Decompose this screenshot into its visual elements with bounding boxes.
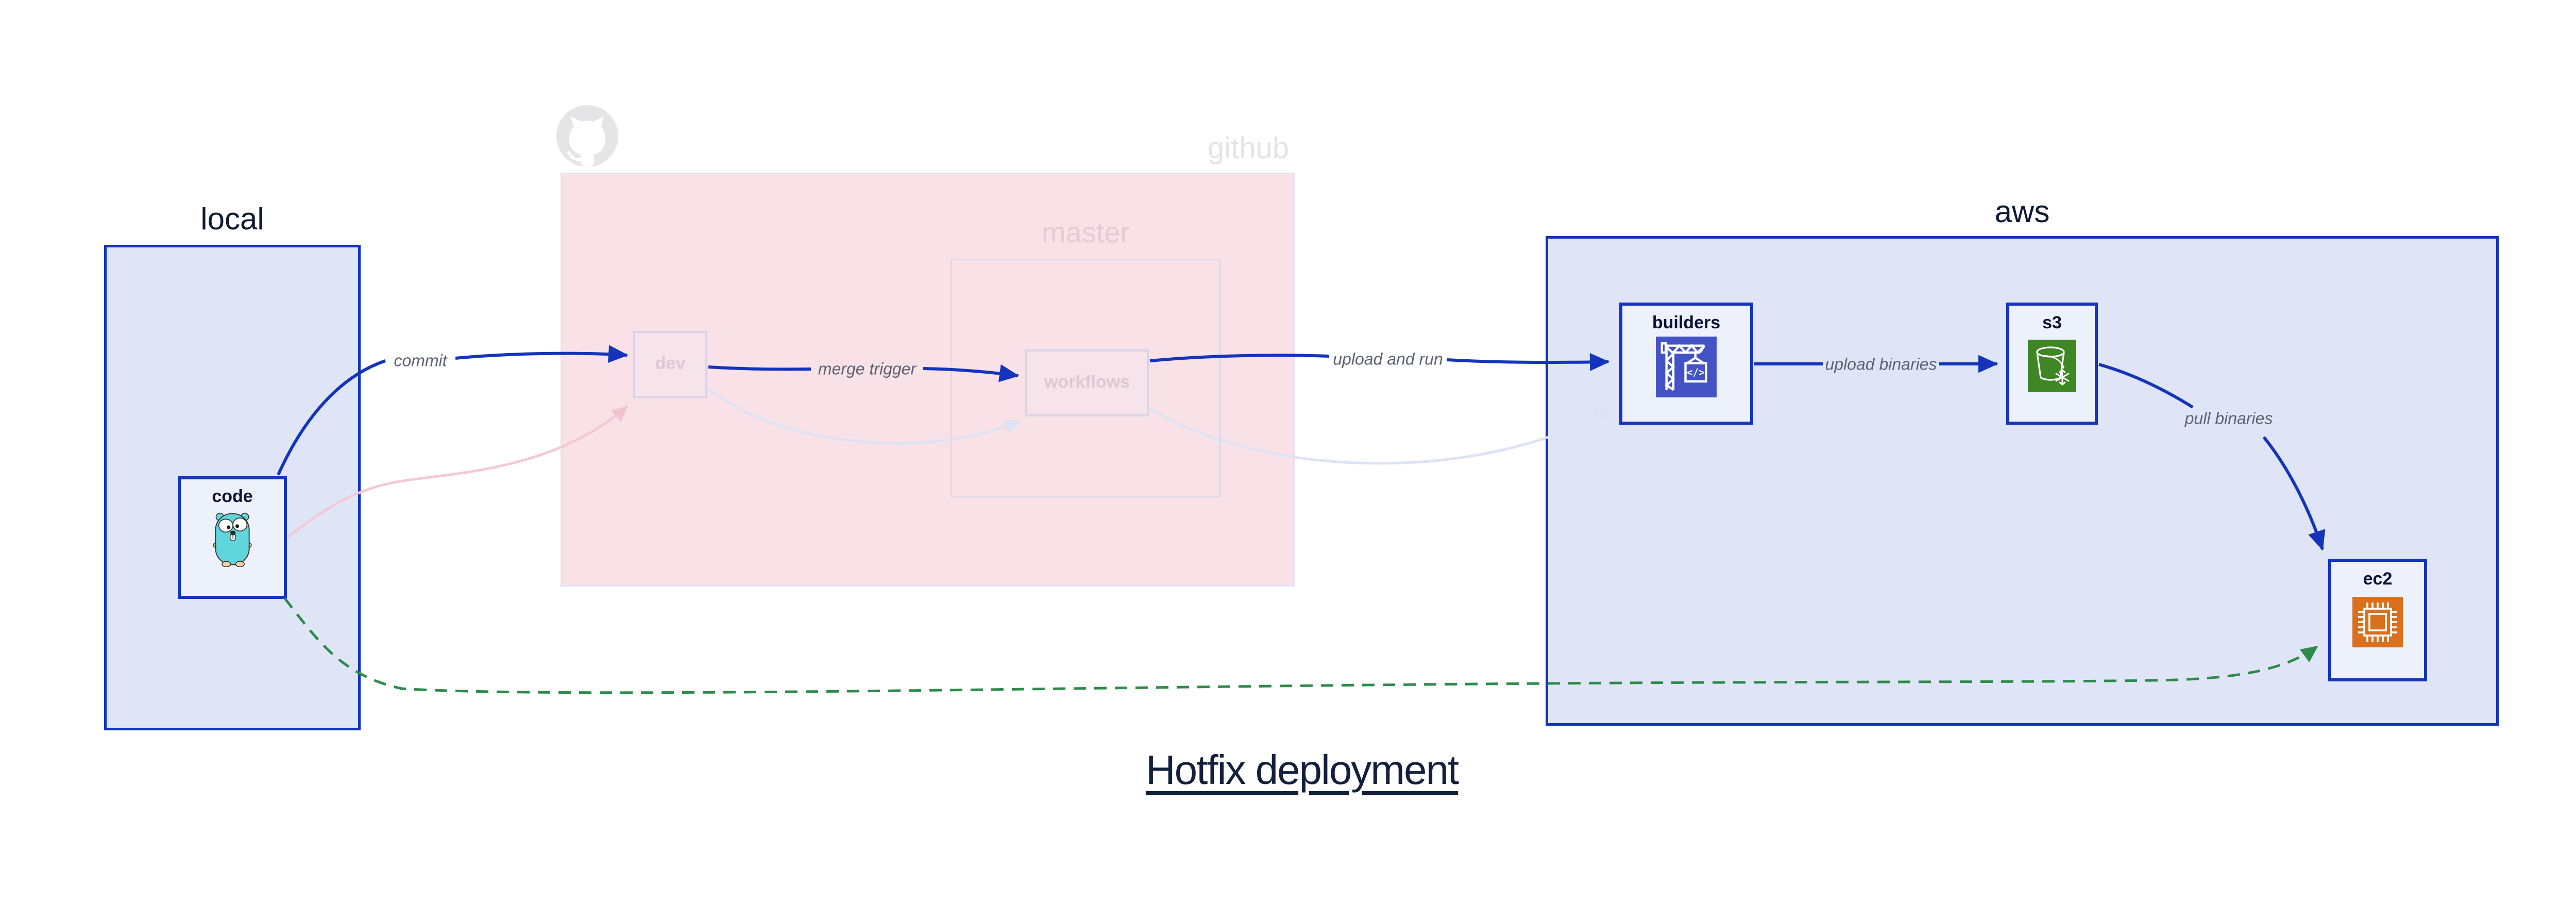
aws-container-label: aws bbox=[1994, 194, 2050, 229]
master-container-label: master bbox=[1041, 216, 1130, 248]
edge-label-pull-binaries: pull binaries bbox=[2184, 409, 2273, 428]
edge-label-merge-trigger: merge trigger bbox=[818, 359, 917, 378]
edge-label-upload-and-run: upload and run bbox=[1333, 349, 1443, 369]
s3-node: s3 bbox=[2006, 303, 2098, 425]
master-container bbox=[951, 259, 1221, 497]
edge-label-commit: commit bbox=[394, 351, 447, 370]
diagram-title: Hotfix deployment bbox=[1145, 747, 1459, 793]
local-container-label: local bbox=[200, 202, 264, 236]
edge-label-upload-binaries: upload binaries bbox=[1825, 355, 1937, 374]
ec2-node: ec2 bbox=[2328, 559, 2427, 681]
workflows-node-label: workflows bbox=[1044, 372, 1130, 392]
workflows-node: workflows bbox=[1025, 349, 1149, 416]
codebuild-code-glyph: </> bbox=[1687, 366, 1705, 378]
github-container-label: github bbox=[1207, 131, 1289, 165]
code-node-label: code bbox=[212, 487, 253, 506]
github-octocat-icon bbox=[556, 105, 618, 167]
s3-node-label: s3 bbox=[2042, 313, 2062, 332]
ec2-chip-icon bbox=[2352, 597, 2403, 647]
dev-node-label: dev bbox=[655, 353, 686, 373]
gopher-icon bbox=[213, 512, 252, 567]
codebuild-crane-icon: </> bbox=[1656, 337, 1717, 397]
s3-glacier-bucket-icon bbox=[2028, 340, 2076, 392]
dev-node: dev bbox=[633, 331, 707, 398]
builders-node-label: builders bbox=[1652, 313, 1721, 332]
code-node: code bbox=[178, 476, 287, 599]
ec2-node-label: ec2 bbox=[2363, 569, 2393, 589]
builders-node: builders </> bbox=[1619, 303, 1753, 425]
